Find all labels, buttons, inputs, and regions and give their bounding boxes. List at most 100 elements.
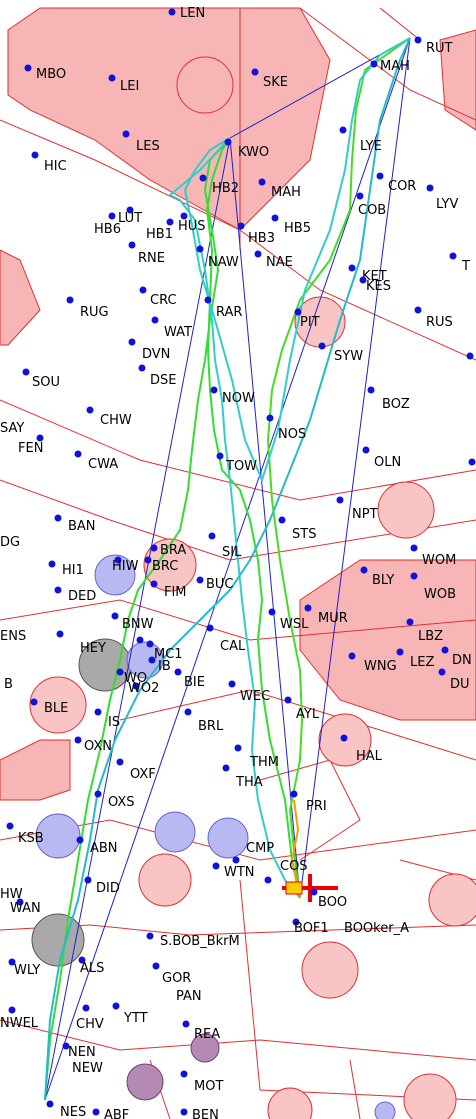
waypoint[interactable]: COS xyxy=(264,859,308,884)
waypoint[interactable]: MC1 xyxy=(146,640,183,663)
waypoint[interactable]: BRA xyxy=(150,543,187,558)
waypoint[interactable]: SOU xyxy=(22,368,61,391)
waypoint[interactable]: RUS xyxy=(414,306,453,331)
waypoint[interactable]: IB xyxy=(148,656,171,675)
waypoint[interactable]: LEN xyxy=(168,6,206,21)
waypoint[interactable]: B xyxy=(4,677,13,692)
waypoint[interactable]: LEZ xyxy=(396,648,435,671)
waypoint[interactable]: ENS xyxy=(0,629,64,644)
waypoint[interactable]: MBO xyxy=(24,64,67,83)
waypoint[interactable]: OXN xyxy=(74,736,113,755)
waypoint[interactable]: HB2 xyxy=(199,174,239,197)
waypoint[interactable]: MOT xyxy=(180,1070,224,1095)
waypoint[interactable]: DU xyxy=(438,668,470,693)
waypoint[interactable]: HB1 xyxy=(146,218,174,243)
waypoint[interactable]: MAH xyxy=(258,178,301,201)
waypoint[interactable]: THM xyxy=(234,744,279,771)
waypoint[interactable]: OXF xyxy=(116,758,156,783)
waypoint[interactable]: WOM xyxy=(410,544,457,569)
waypoint[interactable]: LBZ xyxy=(406,618,444,645)
waypoint[interactable]: HIW xyxy=(112,556,139,575)
waypoint[interactable]: RUG xyxy=(66,296,109,321)
waypoint[interactable]: KSB xyxy=(6,822,44,847)
waypoint[interactable]: ABN xyxy=(76,836,118,857)
waypoint[interactable]: BRL xyxy=(184,708,224,735)
waypoint[interactable]: DED xyxy=(54,586,97,605)
waypoint[interactable]: CRC xyxy=(139,286,177,309)
waypoint[interactable]: HUS xyxy=(178,212,206,235)
waypoint[interactable]: WO2 xyxy=(128,681,159,696)
waypoint[interactable]: KWO xyxy=(224,138,270,161)
waypoint[interactable]: WAN xyxy=(10,898,41,917)
waypoint[interactable]: STS xyxy=(278,516,317,543)
waypoint[interactable]: KET xyxy=(348,264,387,285)
waypoint[interactable]: NOS xyxy=(266,414,307,443)
waypoint[interactable]: WEC xyxy=(228,680,271,705)
waypoint[interactable]: WSL xyxy=(268,608,310,633)
waypoint[interactable]: LUT xyxy=(118,206,142,227)
waypoint[interactable]: NWEL xyxy=(0,1006,39,1032)
waypoint[interactable]: DN xyxy=(441,646,472,669)
waypoint[interactable]: S.BOB_BkrM xyxy=(146,932,240,950)
waypoint[interactable]: OLN xyxy=(362,446,402,471)
waypoint[interactable]: FIM xyxy=(150,580,187,601)
waypoint[interactable]: HB6 xyxy=(94,212,121,238)
waypoint[interactable]: LYV xyxy=(426,184,459,213)
waypoint[interactable]: NEW xyxy=(72,1061,103,1076)
waypoint[interactable]: LYE xyxy=(339,126,382,155)
waypoint[interactable]: SAY xyxy=(0,421,24,436)
waypoint[interactable]: BOO xyxy=(310,888,348,911)
waypoint[interactable]: YTT xyxy=(112,1002,148,1027)
waypoint[interactable]: HB5 xyxy=(271,214,311,237)
waypoint[interactable]: BOOker_A xyxy=(344,921,409,936)
waypoint[interactable]: SKE xyxy=(251,68,289,91)
waypoint[interactable]: PIT xyxy=(294,308,320,331)
waypoint[interactable]: BRC xyxy=(144,556,179,575)
waypoint[interactable]: REA xyxy=(182,1020,221,1043)
waypoint[interactable]: BLE xyxy=(30,698,69,717)
waypoint[interactable]: OXS xyxy=(94,790,135,811)
waypoint[interactable]: LES xyxy=(122,130,160,155)
waypoint[interactable]: KES xyxy=(359,276,392,295)
waypoint[interactable]: ABF xyxy=(92,1108,130,1119)
waypoint[interactable]: IS xyxy=(94,708,121,731)
waypoint[interactable]: CMP xyxy=(232,841,275,864)
waypoint[interactable]: NPT xyxy=(336,496,378,523)
waypoint[interactable]: BEN xyxy=(180,1108,219,1119)
waypoint[interactable]: CHW xyxy=(86,406,132,429)
waypoint[interactable]: WLY xyxy=(8,958,41,979)
waypoint[interactable]: HEY xyxy=(80,636,144,657)
waypoint[interactable]: PAN xyxy=(176,989,202,1004)
waypoint[interactable]: MAH xyxy=(370,59,410,74)
waypoint[interactable]: CWA xyxy=(74,450,119,473)
waypoint[interactable]: GOR xyxy=(152,962,192,987)
waypoint[interactable]: SYW xyxy=(318,342,364,365)
waypoint[interactable]: WOB xyxy=(410,572,457,603)
waypoint[interactable]: MUR xyxy=(304,604,348,627)
waypoint[interactable]: NOW xyxy=(210,386,255,407)
waypoint[interactable]: BOF1 xyxy=(292,918,329,937)
waypoint[interactable]: COR xyxy=(376,172,417,195)
waypoint[interactable]: HIC xyxy=(31,151,67,175)
waypoint[interactable]: ALS xyxy=(78,956,105,977)
waypoint[interactable]: RAR xyxy=(204,296,243,321)
waypoint[interactable]: WAT xyxy=(151,316,193,341)
waypoint[interactable]: NAE xyxy=(254,250,293,271)
waypoint[interactable]: BNW xyxy=(111,612,154,633)
waypoint[interactable]: WNG xyxy=(348,652,397,675)
waypoint[interactable]: BUC xyxy=(196,576,234,593)
waypoint[interactable]: SIL xyxy=(208,532,243,561)
waypoint[interactable]: BLY xyxy=(360,566,395,589)
waypoint[interactable]: NEN xyxy=(62,1042,96,1061)
waypoint[interactable]: RUT xyxy=(414,36,453,57)
waypoint[interactable]: NAW xyxy=(196,245,239,271)
waypoint[interactable]: BOZ xyxy=(367,386,410,413)
waypoint[interactable]: WTN xyxy=(212,862,255,881)
waypoint[interactable]: NES xyxy=(46,1100,87,1119)
waypoint[interactable]: T xyxy=(449,252,471,275)
waypoint[interactable]: PRI xyxy=(290,790,327,815)
waypoint[interactable]: WO xyxy=(116,668,148,687)
waypoint[interactable]: BIE xyxy=(174,668,205,691)
waypoint[interactable]: COB xyxy=(356,192,387,219)
waypoint[interactable] xyxy=(466,352,474,360)
